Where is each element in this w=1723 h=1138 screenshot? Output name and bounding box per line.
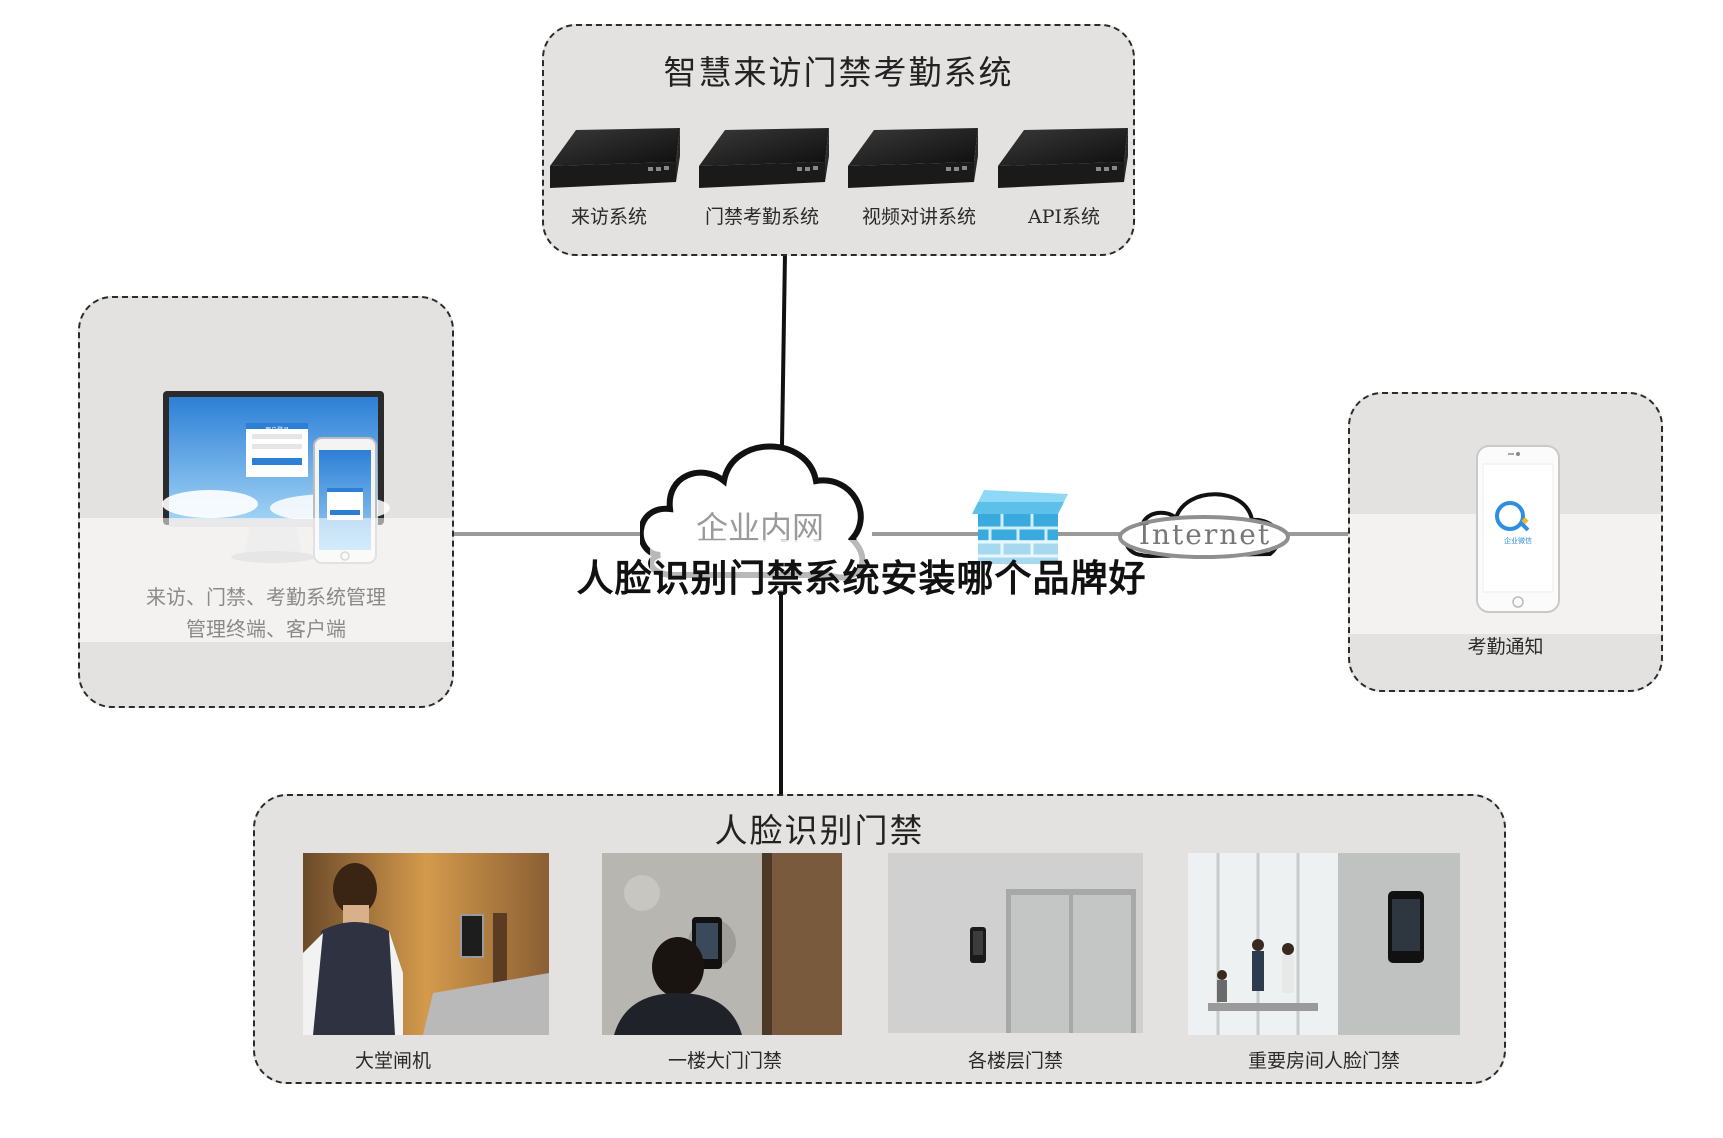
- management-terminal-group: 用户登录 来访、门禁、考勤系统管理 管理终端、客户端: [78, 296, 454, 708]
- server-icon: [550, 128, 680, 188]
- overlay-headline: 人脸识别门禁系统安装哪个品牌好: [576, 557, 1147, 600]
- bottom-group-title: 人脸识别门禁: [714, 811, 925, 850]
- server-icon: [998, 128, 1128, 188]
- face-recognition-group: 人脸识别门禁 大堂闸机: [253, 794, 1506, 1084]
- attendance-caption: 考勤通知: [1467, 636, 1544, 658]
- lobby-turnstile-photo: [303, 853, 549, 1035]
- server-label: API系统: [1027, 206, 1100, 228]
- important-room-photo: [1188, 853, 1460, 1035]
- top-system-group: 智慧来访门禁考勤系统: [542, 24, 1135, 256]
- photo-caption: 重要房间人脸门禁: [1247, 1050, 1400, 1072]
- server-icon: [699, 128, 829, 188]
- main-entrance-photo: [602, 853, 842, 1035]
- left-highlight-band: [80, 518, 452, 642]
- internet-ellipse: [1118, 515, 1290, 559]
- internet-label: Internet: [1138, 518, 1272, 551]
- server-label: 视频对讲系统: [861, 206, 976, 228]
- connector-top: [780, 252, 787, 446]
- server-label: 来访系统: [570, 206, 647, 228]
- firewall-mask: [972, 540, 1072, 570]
- wecom-app-label: 企业微信: [1504, 537, 1532, 545]
- terminal-caption-line2: 管理终端、客户端: [186, 617, 346, 641]
- intranet-cloud-mask: [650, 540, 872, 595]
- top-group-title: 智慧来访门禁考勤系统: [663, 53, 1014, 92]
- terminal-caption-line1: 来访、门禁、考勤系统管理: [146, 585, 386, 609]
- photo-caption: 一楼大门门禁: [667, 1050, 782, 1072]
- floor-door-photo: [888, 853, 1143, 1033]
- photo-caption: 大堂闸机: [354, 1050, 431, 1072]
- photo-caption: 各楼层门禁: [967, 1050, 1063, 1072]
- monitor-dialog-title: 用户登录: [264, 427, 289, 434]
- servers: [550, 128, 1128, 188]
- server-label: 门禁考勤系统: [704, 206, 819, 228]
- monitor-phone-illustration: [162, 391, 390, 564]
- mobile-app-illustration: [1476, 445, 1560, 613]
- server-icon: [848, 128, 978, 188]
- attendance-notice-group: 企业微信 考勤通知: [1348, 392, 1663, 692]
